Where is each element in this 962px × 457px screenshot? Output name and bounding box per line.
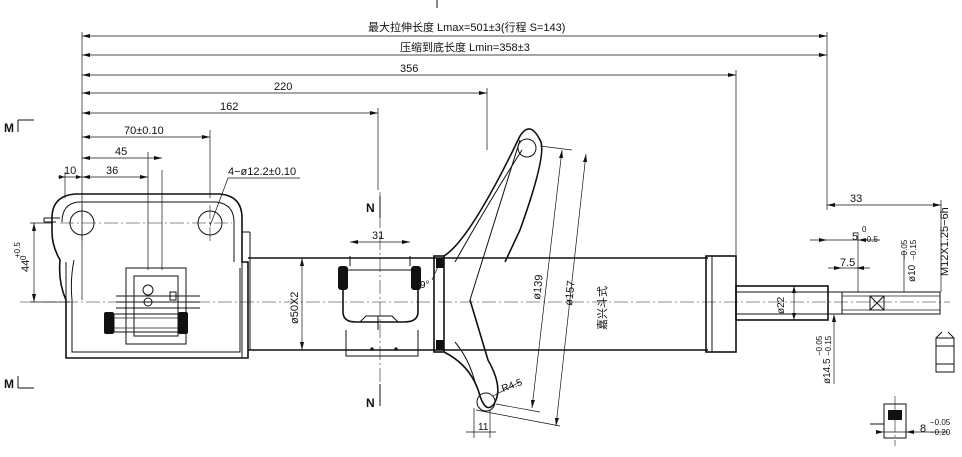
dimension-texts: 最大拉伸长度 Lmax=501±3(行程 S=143) 压缩到底长度 Lmin=… — [64, 20, 565, 178]
angle-label: 9° — [420, 280, 430, 291]
spring-seat: 9° ø139 ø157 R4.5 11 — [420, 128, 587, 438]
nut-detail — [935, 331, 955, 373]
section-n-bottom: N — [366, 396, 375, 410]
upper-body: ø22 — [705, 255, 941, 353]
overall-dimension-lines — [58, 32, 828, 300]
dim-5-tol-upper: 0 — [862, 225, 867, 234]
dim-5-tol-lower: −0.5 — [862, 235, 878, 244]
dim-157: ø157 — [563, 280, 578, 306]
dim-220: 220 — [274, 81, 292, 93]
dim-14-5-tol-lower: −0.15 — [824, 335, 833, 356]
dim-14-5: ø14.5 — [822, 358, 833, 384]
max-length-text: 最大拉伸长度 Lmax=501±3(行程 S=143) — [368, 20, 565, 34]
dim-10-dia: ø10 — [907, 264, 918, 282]
dim-10-tol-lower: −0.15 — [909, 239, 918, 260]
dim-162: 162 — [220, 101, 238, 113]
holes-spec: 4−ø12.2±0.10 — [228, 166, 296, 178]
thread-spec: M12X1.25−6h — [939, 207, 951, 276]
dim-14-5-tol-upper: −0.05 — [815, 335, 824, 356]
dim-11: 11 — [478, 422, 489, 433]
min-length-text: 压缩到底长度 Lmin=358±3 — [400, 40, 530, 54]
groove-detail: 8 −0.05 −0.20 — [870, 396, 951, 446]
dim-8-tol-lower: −0.20 — [930, 428, 951, 437]
tube-diameter: ø50X2 — [289, 292, 301, 324]
dim-44-group: 44 +0.5 0 — [13, 222, 70, 303]
dim-8: 8 — [920, 423, 926, 435]
part-mark: 嘉兴斗式 — [595, 286, 609, 330]
dim-139: ø139 — [531, 274, 546, 300]
rod-diameter: ø22 — [776, 296, 787, 314]
dim-70: 70±0.10 — [124, 125, 164, 137]
dim-45: 45 — [115, 146, 127, 158]
mounting-bracket — [43, 193, 251, 359]
dim-10: 10 — [64, 165, 76, 177]
main-tube: ø50X2 31 N N — [20, 192, 950, 410]
dim-36: 36 — [106, 165, 118, 177]
dim-5: 5 — [852, 231, 858, 243]
dim-31: 31 — [372, 230, 384, 242]
dim-44: 44 — [20, 260, 32, 272]
dim-10-tol-upper: −0.05 — [900, 239, 909, 260]
dim-33: 33 — [850, 193, 862, 205]
dim-8-tol-upper: −0.05 — [930, 418, 951, 427]
section-marks-m: M M — [4, 119, 34, 391]
dim-7-5: 7.5 — [840, 257, 855, 269]
section-m-bottom: M — [4, 377, 14, 391]
section-n-top: N — [366, 201, 375, 215]
dim-44-tol-lower: 0 — [19, 255, 28, 260]
stud-dimensions: 33 5 0 −0.5 7.5 ø10 −0.05 −0.15 M12X1.25… — [810, 193, 951, 384]
dim-44-tol-upper: +0.5 — [13, 242, 22, 258]
section-m-top: M — [4, 121, 14, 135]
dim-356: 356 — [400, 63, 418, 75]
